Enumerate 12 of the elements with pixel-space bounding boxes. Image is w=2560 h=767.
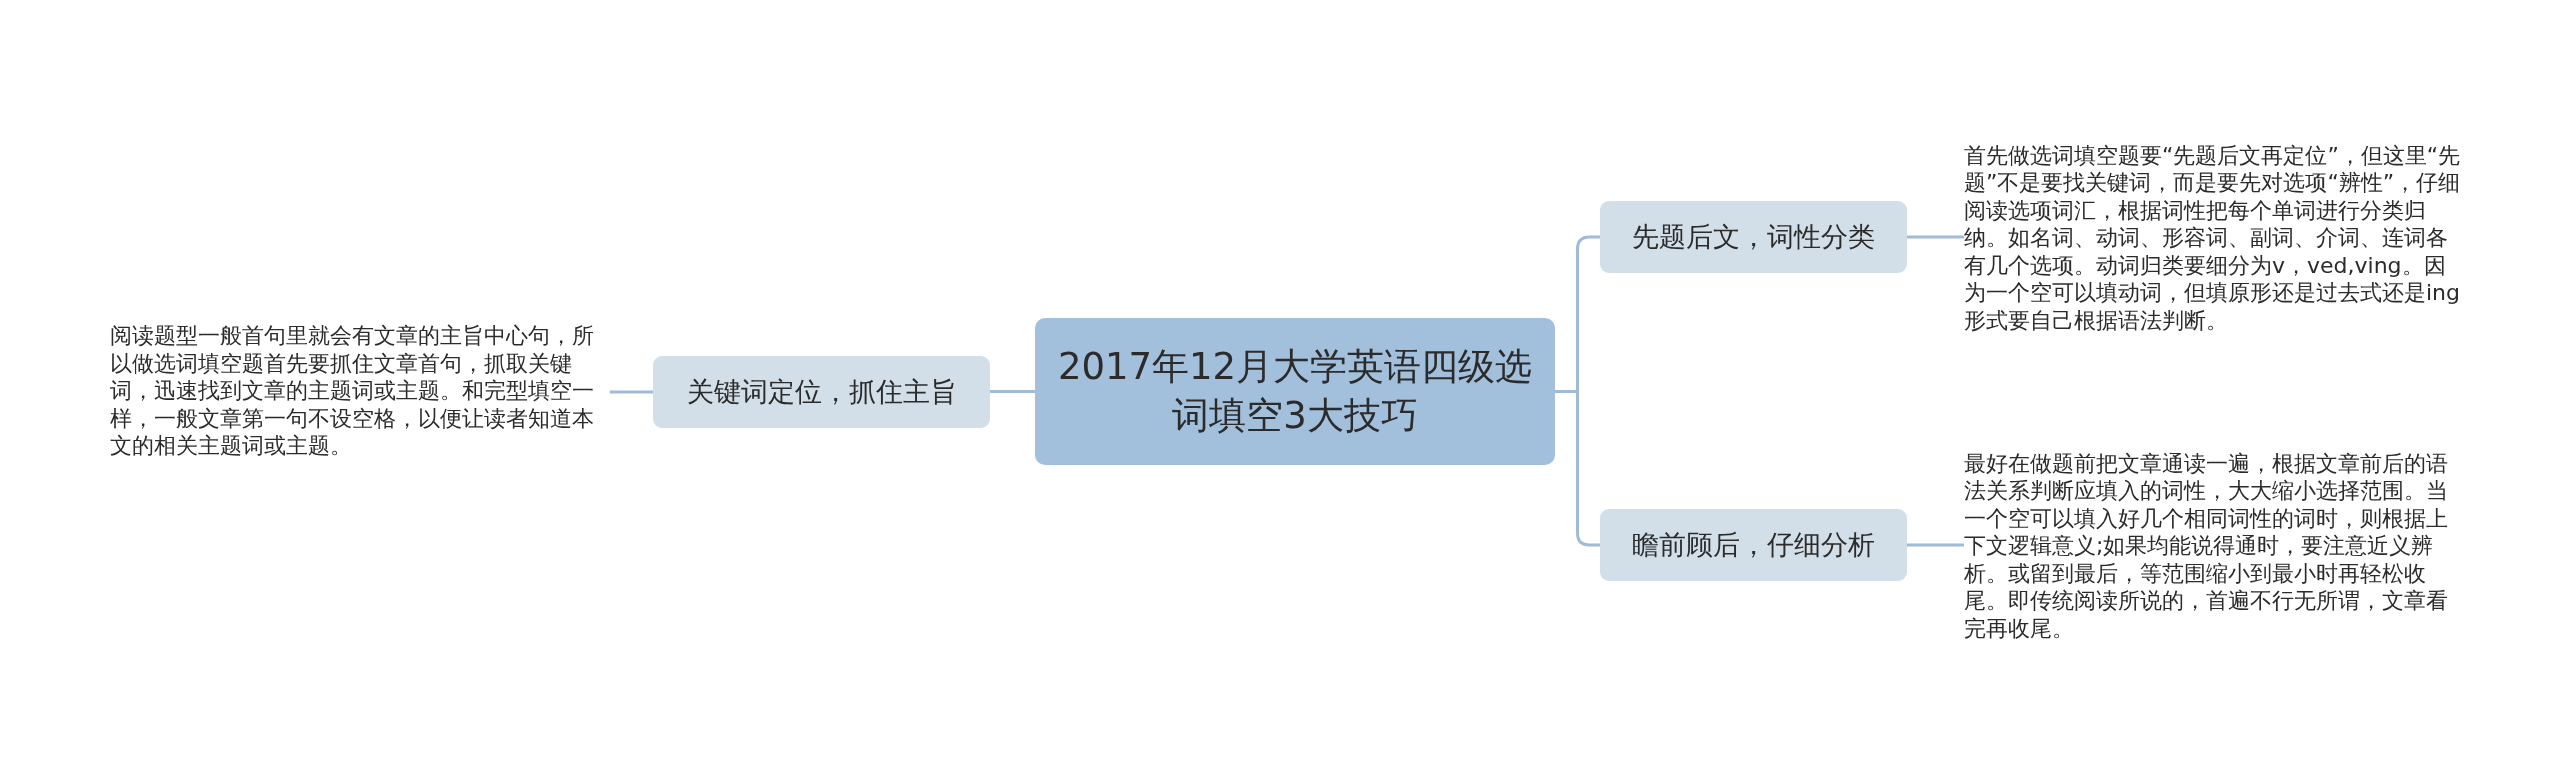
connector-line [1907, 543, 1964, 547]
connector-line [990, 390, 1035, 393]
branch-topic-box: 先题后文，词性分类 [1600, 201, 1907, 273]
connector-line [1555, 390, 1600, 547]
connector-line [610, 390, 653, 394]
detail-text: 阅读题型一般首句里就会有文章的主旨中心句，所以做选词填空题首先要抓住文章首句，抓取关键词，迅速找到文章的主题词或主题。和完型填空一样，一般文章第一句不设空格，以便让读者知道本文的相关主题词或主题。 [110, 318, 610, 464]
detail-text: 首先做选词填空题要“先题后文再定位”，但这里“先题”不是要找关键词，而是要先对选项“辨性”，仔细阅读选项词汇，根据词性把每个单词进行分类归纳。如名词、动词、形容词、副词、介词、连词各有几个选项。动词归类要细分为v，ved,ving。因为一个空可以填动词，但填原形还是过去式还是ing形式要自己根据语法判断。 [1964, 110, 2464, 366]
detail-text: 最好在做题前把文章通读一遍，根据文章前后的语法关系判断应填入的词性，大大缩小选择范围。当一个空可以填入好几个相同词性的词时，则根据上下文逻辑意义;如果均能说得通时，要注意近义辨析。或留到最后，等范围缩小到最小时再轻松收尾。即传统阅读所说的，首遍不行无所谓，文章看完再收尾。 [1964, 435, 2464, 657]
branch-topic-box: 关键词定位，抓住主旨 [653, 356, 990, 428]
central-topic-box: 2017年12月大学英语四级选词填空3大技巧 [1035, 318, 1555, 465]
branch-topic-box: 瞻前顾后，仔细分析 [1600, 509, 1907, 581]
connector-line [1907, 235, 1964, 239]
